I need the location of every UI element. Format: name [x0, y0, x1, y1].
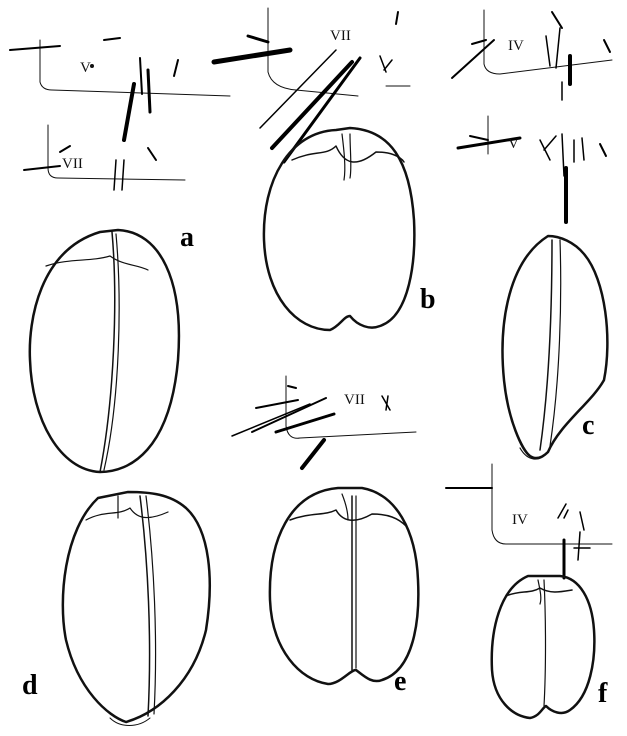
segment-label-vii: VII: [62, 156, 83, 172]
panel-f-egg: [490, 574, 596, 720]
segment-label-vii: VII: [330, 28, 351, 44]
panel-a-egg: [28, 228, 181, 474]
panel-f-segment-iv: IV: [445, 463, 613, 580]
panel-a-segment-vii: VII: [23, 124, 186, 191]
segment-label-v: V: [508, 136, 519, 152]
panel-label-d: d: [22, 670, 38, 701]
panel-label-c: c: [582, 410, 594, 441]
panel-b-egg: [262, 126, 416, 332]
panel-label-f: f: [598, 678, 608, 709]
panel-b-segment-vii: VII: [211, 7, 411, 164]
panel-c-segment-iv: IV: [451, 9, 613, 101]
segment-label-iv: IV: [512, 512, 528, 528]
panel-c-segment-v: V: [456, 115, 607, 224]
segment-label-iv: IV: [508, 38, 524, 54]
segment-label-vii: VII: [344, 392, 365, 408]
panel-label-e: e: [394, 666, 406, 697]
panel-e-egg: [268, 486, 420, 686]
panel-a-segment-v: V: [9, 37, 231, 142]
panel-e-segment-vii: VII: [231, 375, 417, 470]
panel-c-egg: [501, 234, 609, 460]
panel-label-b: b: [420, 284, 436, 315]
panel-d-egg: [61, 490, 211, 726]
panel-label-a: a: [180, 222, 194, 253]
segment-label-v: V: [80, 60, 91, 76]
